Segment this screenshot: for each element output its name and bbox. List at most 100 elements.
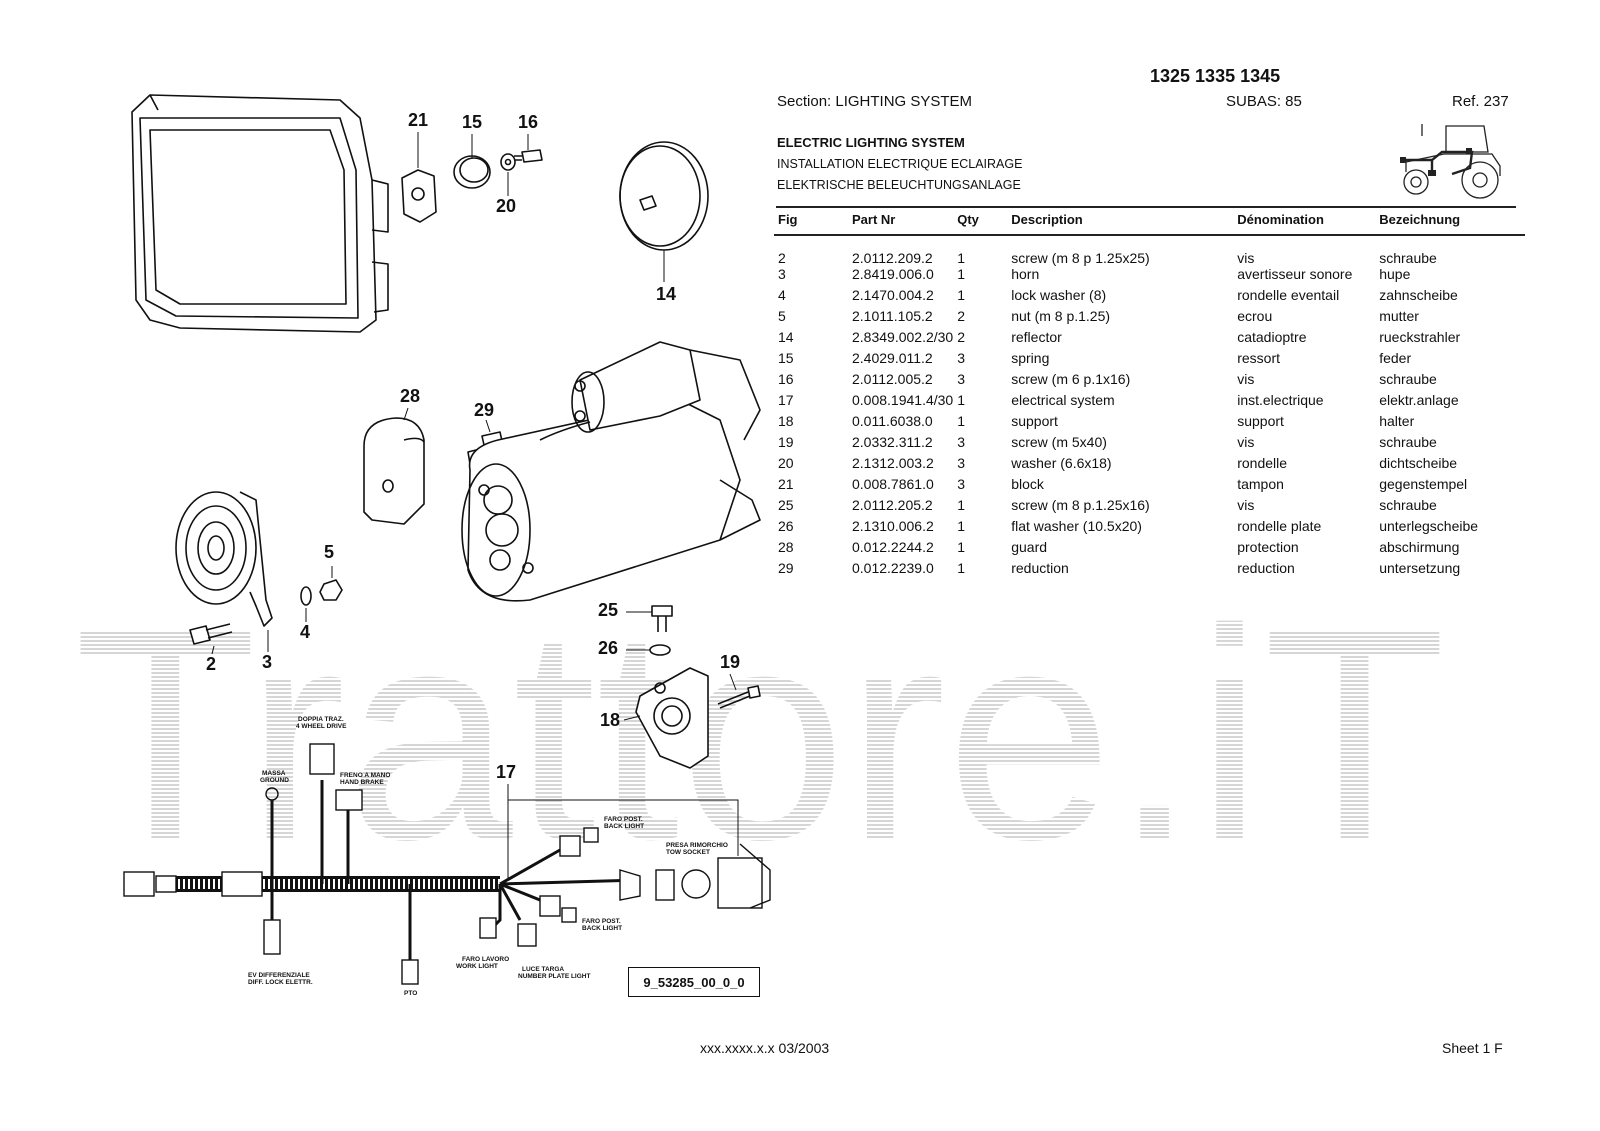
cell-denomination: avertisseur sonore xyxy=(1237,266,1353,282)
cell-fig: 26 xyxy=(778,518,794,534)
cell-qty: 1 xyxy=(957,266,966,282)
label-4-wheel-drive: 4 WHEEL DRIVE xyxy=(296,723,347,730)
cell-description: lock washer (8) xyxy=(1011,287,1107,303)
callout-5: 5 xyxy=(324,542,335,562)
label-presa-rimorchio: PRESA RIMORCHIO xyxy=(666,842,728,849)
cell-description: reduction xyxy=(1011,560,1069,576)
cell-fig: 17 xyxy=(778,392,794,408)
table-top-rule xyxy=(776,206,1516,208)
label-hand-brake: HAND BRAKE xyxy=(340,779,384,786)
cell-bezeichnung: hupe xyxy=(1379,266,1411,282)
col-fig: Fig xyxy=(778,212,798,227)
cell-part-nr: 2.4029.011.2 xyxy=(852,350,933,366)
cell-part-nr: 2.8419.006.0 xyxy=(852,266,934,282)
cell-bezeichnung: dichtscheibe xyxy=(1379,455,1458,471)
label-ev-differenziale: EV DIFFERENZIALE xyxy=(248,972,310,979)
cell-qty: 2 xyxy=(957,329,966,345)
cell-bezeichnung: unterlegscheibe xyxy=(1379,518,1479,534)
cell-qty: 3 xyxy=(957,350,966,366)
cell-fig: 29 xyxy=(778,560,794,576)
cell-part-nr: 0.012.2244.2 xyxy=(852,539,934,555)
cell-part-nr: 2.1312.003.2 xyxy=(852,455,934,471)
cell-part-nr: 2.0112.205.2 xyxy=(852,497,933,513)
cell-part-nr: 2.0112.209.2 xyxy=(852,250,933,266)
callout-4: 4 xyxy=(300,622,311,642)
cell-fig: 28 xyxy=(778,539,794,555)
callout-21: 21 xyxy=(408,110,429,130)
callout-20: 20 xyxy=(496,196,517,216)
cell-qty: 1 xyxy=(957,539,966,555)
label-tow-socket: TOW SOCKET xyxy=(666,849,710,856)
cell-qty: 3 xyxy=(957,371,966,387)
callout-17: 17 xyxy=(496,762,517,782)
title-german: ELEKTRISCHE BELEUCHTUNGSANLAGE xyxy=(777,178,1021,192)
cell-description: flat washer (10.5x20) xyxy=(1011,518,1142,534)
cell-description: guard xyxy=(1011,539,1048,555)
callout-15: 15 xyxy=(462,112,483,132)
cell-description: washer (6.6x18) xyxy=(1011,455,1112,471)
cell-qty: 2 xyxy=(957,308,966,324)
cell-denomination: vis xyxy=(1237,371,1255,387)
cell-denomination: rondelle plate xyxy=(1237,518,1322,534)
cell-fig: 2 xyxy=(778,250,786,266)
cell-part-nr: 2.8349.002.2/30 xyxy=(852,329,954,345)
cell-bezeichnung: mutter xyxy=(1379,308,1419,324)
cell-fig: 4 xyxy=(778,287,786,303)
tractor-icon xyxy=(1400,124,1501,199)
cell-fig: 18 xyxy=(778,413,794,429)
cell-part-nr: 0.012.2239.0 xyxy=(852,560,934,576)
cell-denomination: ressort xyxy=(1237,350,1281,366)
cell-part-nr: 2.0112.005.2 xyxy=(852,371,933,387)
cell-fig: 21 xyxy=(778,476,794,492)
drawing-code: 9_53285_00_0_0 xyxy=(628,967,760,997)
cell-denomination: inst.electrique xyxy=(1237,392,1324,408)
title-english: ELECTRIC LIGHTING SYSTEM xyxy=(777,135,965,150)
cell-bezeichnung: elektr.anlage xyxy=(1379,392,1459,408)
label-doppia-traz: DOPPIA TRAZ. xyxy=(298,716,344,723)
cell-denomination: vis xyxy=(1237,250,1255,266)
col-part-nr: Part Nr xyxy=(852,212,896,227)
footer-sheet: Sheet 1 F xyxy=(1442,1040,1503,1056)
cell-denomination: tampon xyxy=(1237,476,1284,492)
cell-fig: 14 xyxy=(778,329,794,345)
label-back-light-2: BACK LIGHT xyxy=(582,925,623,932)
cell-denomination: reduction xyxy=(1237,560,1295,576)
cell-fig: 16 xyxy=(778,371,794,387)
label-ground: GROUND xyxy=(260,777,289,784)
cell-qty: 3 xyxy=(957,476,966,492)
callout-25: 25 xyxy=(598,600,619,620)
cell-part-nr: 2.1310.006.2 xyxy=(852,518,934,534)
cell-part-nr: 2.0332.311.2 xyxy=(852,434,933,450)
cell-description: block xyxy=(1011,476,1044,492)
col-bezeichnung: Bezeichnung xyxy=(1379,212,1461,227)
cell-description: screw (m 5x40) xyxy=(1011,434,1107,450)
callout-18: 18 xyxy=(600,710,621,730)
cell-denomination: support xyxy=(1237,413,1284,429)
cell-fig: 19 xyxy=(778,434,794,450)
cell-bezeichnung: schraube xyxy=(1379,497,1437,513)
cell-description: horn xyxy=(1011,266,1040,282)
callout-28: 28 xyxy=(400,386,421,406)
cell-description: screw (m 6 p.1x16) xyxy=(1011,371,1131,387)
callout-14: 14 xyxy=(656,284,677,304)
cell-denomination: catadioptre xyxy=(1237,329,1307,345)
cell-part-nr: 2.1011.105.2 xyxy=(852,308,933,324)
callout-29: 29 xyxy=(474,400,495,420)
callout-3: 3 xyxy=(262,652,273,672)
cell-qty: 1 xyxy=(957,560,966,576)
cell-qty: 1 xyxy=(957,413,966,429)
cell-bezeichnung: abschirmung xyxy=(1379,539,1460,555)
cell-part-nr: 0.011.6038.0 xyxy=(852,413,933,429)
cell-part-nr: 0.008.1941.4/30 xyxy=(852,392,954,408)
title-french: INSTALLATION ELECTRIQUE ECLAIRAGE xyxy=(777,157,1023,171)
table-header-row: Fig Part Nr Qty Description Dénomination… xyxy=(774,212,1526,235)
